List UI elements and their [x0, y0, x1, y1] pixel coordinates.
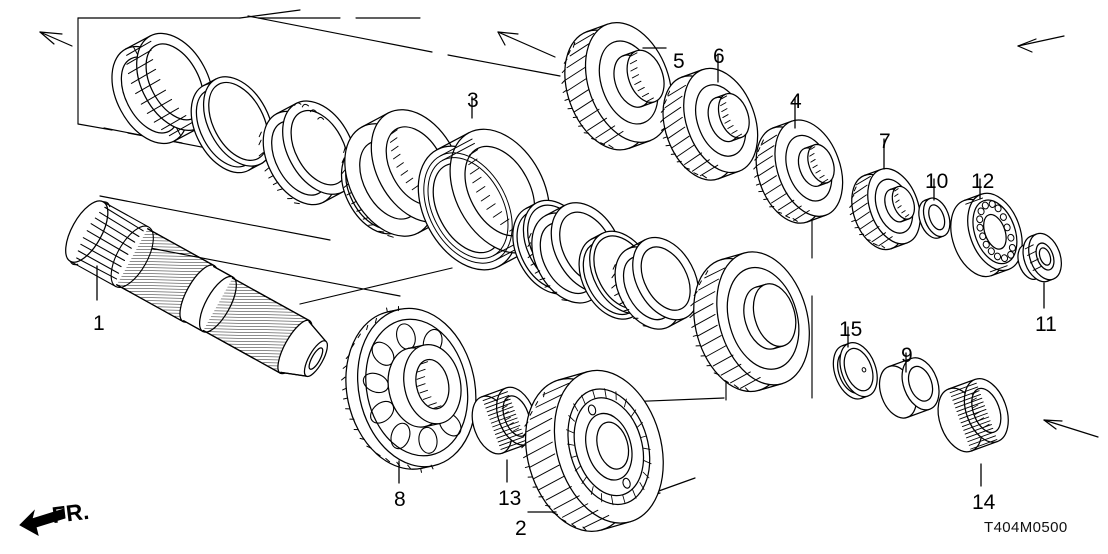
callout-number-6: 6 — [713, 45, 725, 68]
part-15-snap-ring — [832, 342, 878, 400]
countershaft-gear-right — [689, 251, 810, 393]
part-10-thrust-washer — [918, 197, 951, 239]
callout-number-9: 9 — [901, 344, 913, 367]
front-direction-arrow-icon — [19, 508, 66, 536]
part-11-lock-nut — [1017, 232, 1062, 283]
callout-number-3: 3 — [467, 89, 479, 112]
part-2-low-gear — [521, 369, 664, 532]
part-12-ball-bearing — [950, 192, 1023, 278]
callout-number-5: 5 — [673, 50, 685, 73]
callout-number-15: 15 — [839, 318, 863, 341]
synchro-ring-1 — [190, 76, 274, 174]
callout-number-12: 12 — [971, 170, 995, 193]
callout-number-14: 14 — [972, 491, 996, 514]
callout-number-4: 4 — [790, 90, 802, 113]
blocking-ring-1 — [258, 100, 357, 206]
callout-number-1: 1 — [93, 312, 105, 335]
part-6-third-gear — [660, 67, 759, 181]
part-8-final-drive-gear — [341, 306, 477, 473]
part-4-fourth-gear — [753, 119, 844, 224]
part-5-second-gear — [561, 22, 673, 151]
callout-number-10: 10 — [925, 170, 949, 193]
callout-number-2: 2 — [515, 517, 527, 540]
part-1-countershaft — [65, 200, 329, 378]
part-14-needle-bearing — [937, 378, 1009, 453]
callout-number-7: 7 — [879, 130, 891, 153]
callout-number-8: 8 — [394, 488, 406, 511]
lower-receding-guides — [299, 267, 453, 305]
part-7-fifth-gear — [849, 168, 921, 251]
callout-number-11: 11 — [1035, 313, 1057, 336]
drawing-code: T404M0500 — [984, 519, 1068, 536]
callout-leader-lines — [96, 47, 1045, 513]
blocking-ring-3 — [611, 236, 700, 330]
part-9-collar — [878, 357, 940, 419]
synchro-sleeve-2 — [417, 128, 551, 271]
callout-number-13: 13 — [498, 487, 522, 510]
